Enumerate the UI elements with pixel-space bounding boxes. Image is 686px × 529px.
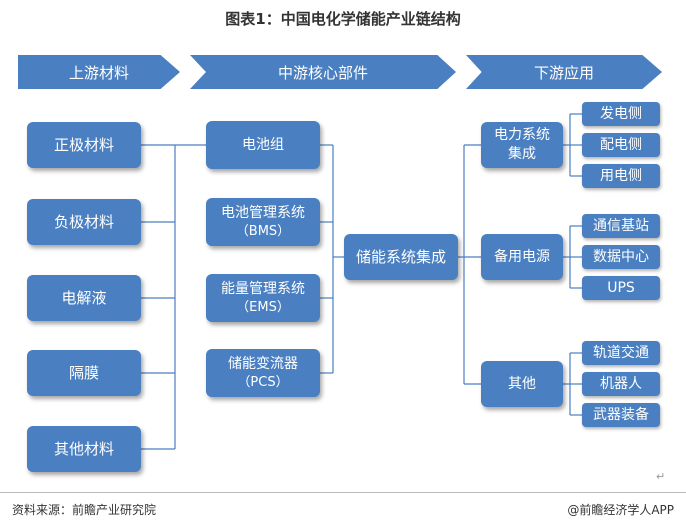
application-backup-power-label: 备用电源	[494, 248, 550, 265]
footer-divider	[0, 492, 686, 493]
stage-midstream: 中游核心部件	[190, 55, 456, 89]
stage-downstream: 下游应用	[466, 55, 662, 89]
material-other: 其他材料	[27, 426, 141, 472]
component-bms-label: 电池管理系统	[221, 204, 305, 221]
figure-title: 图表1：中国电化学储能产业链结构	[225, 10, 461, 28]
leaf-consumption-side: 用电侧	[582, 164, 660, 188]
component-pcs-label: 储能变流器	[228, 355, 298, 372]
component-bms: 电池管理系统 （BMS）	[206, 198, 320, 246]
leaf-weapons: 武器装备	[582, 403, 660, 427]
application-power-system-line1: 电力系统	[494, 127, 550, 144]
application-other-label: 其他	[508, 375, 536, 392]
component-battery-pack: 电池组	[206, 121, 320, 169]
leaf-generation-side: 发电侧	[582, 102, 660, 126]
component-ems-abbr: （EMS）	[236, 299, 290, 315]
material-separator: 隔膜	[27, 350, 141, 396]
component-bms-abbr: （BMS）	[235, 223, 291, 239]
component-pcs: 储能变流器 （PCS）	[206, 349, 320, 397]
brand-note: @前瞻经济学人APP	[567, 503, 674, 517]
component-battery-pack-label: 电池组	[242, 136, 284, 153]
application-other: 其他	[481, 361, 563, 407]
leaf-distribution-side: 配电侧	[582, 133, 660, 157]
leaf-ups: UPS	[582, 276, 660, 300]
material-cathode: 正极材料	[27, 122, 141, 168]
application-power-system-line2: 集成	[508, 146, 536, 162]
stage-upstream: 上游材料	[18, 55, 180, 89]
source-note: 资料来源：前瞻产业研究院	[12, 503, 157, 517]
leaf-robot: 机器人	[582, 372, 660, 396]
material-anode: 负极材料	[27, 199, 141, 245]
component-pcs-abbr: （PCS）	[237, 374, 289, 390]
application-backup-power: 备用电源	[481, 234, 563, 280]
system-integration: 储能系统集成	[344, 234, 458, 280]
component-ems-label: 能量管理系统	[221, 280, 305, 297]
leaf-telecom-station: 通信基站	[582, 214, 660, 238]
component-ems: 能量管理系统 （EMS）	[206, 274, 320, 322]
application-power-system: 电力系统 集成	[481, 122, 563, 168]
leaf-rail-transit: 轨道交通	[582, 341, 660, 365]
leaf-data-center: 数据中心	[582, 245, 660, 269]
material-electrolyte: 电解液	[27, 275, 141, 321]
return-mark: ↵	[656, 470, 666, 483]
